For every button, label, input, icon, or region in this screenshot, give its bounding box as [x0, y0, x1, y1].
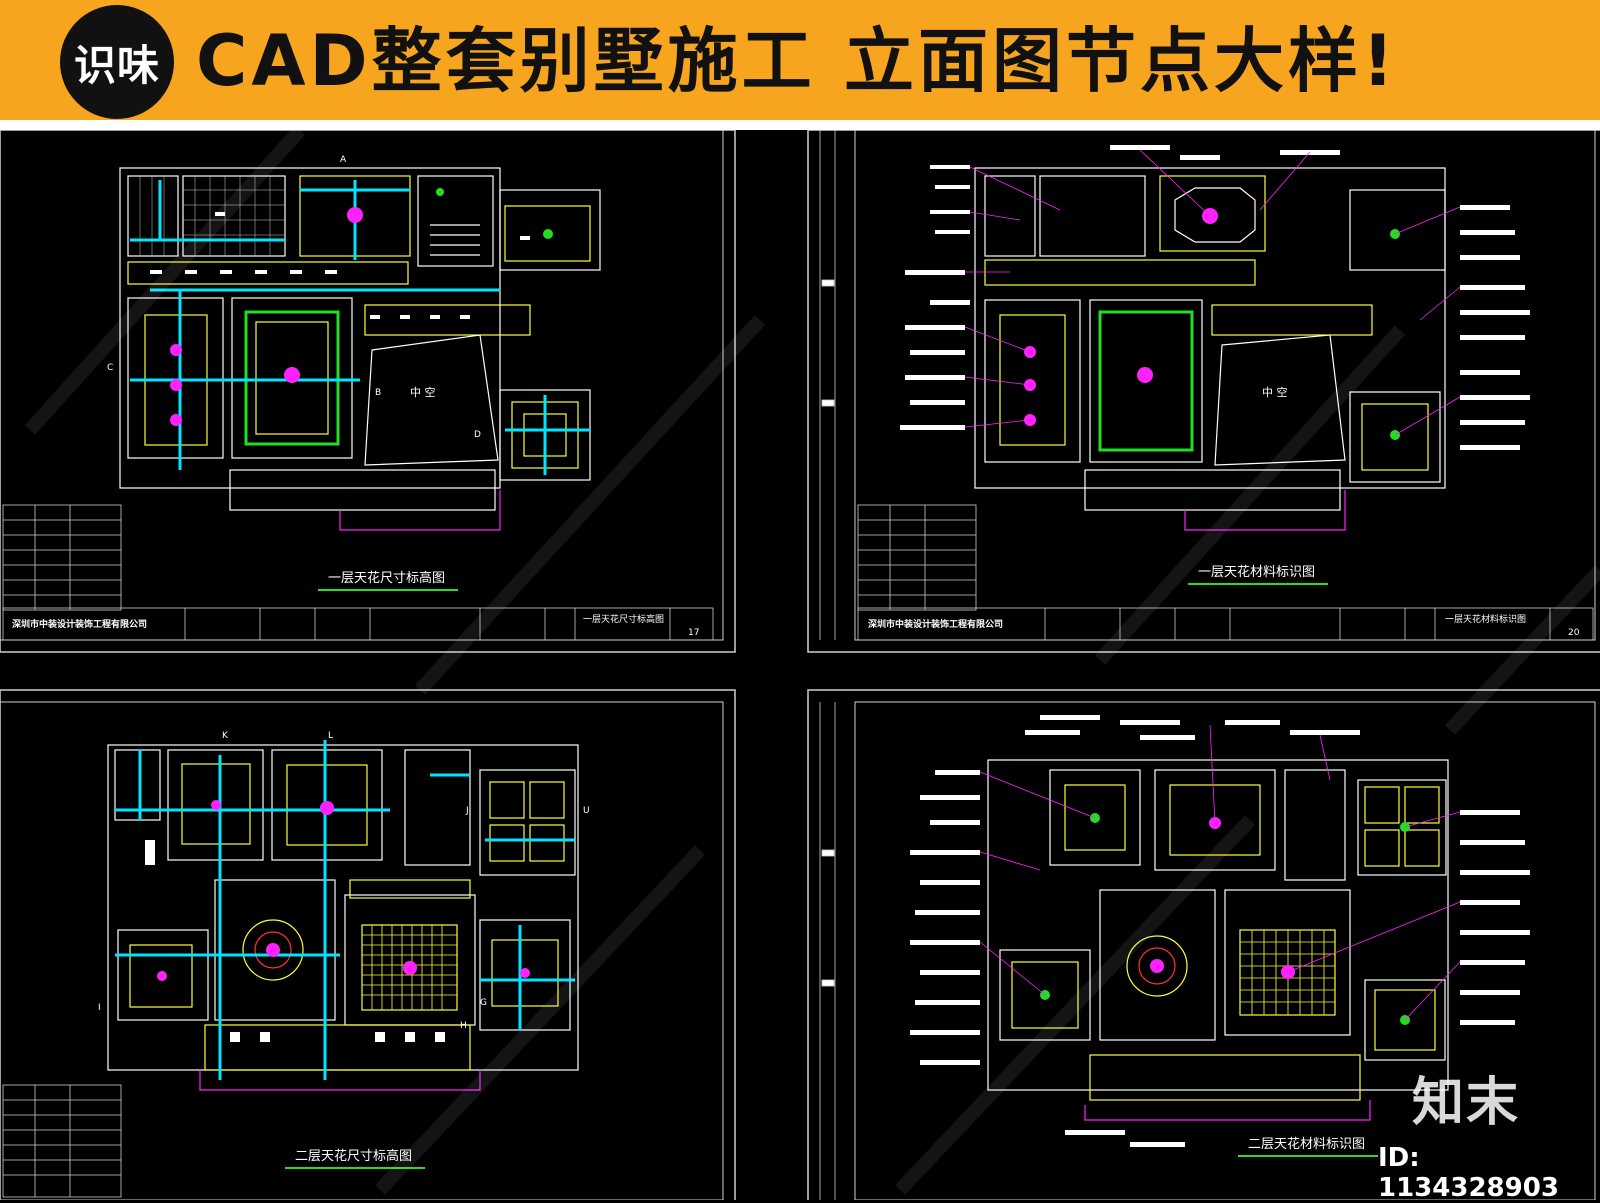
- title-banner: 识味 CAD整套别墅施工 立面图节点大样!: [0, 0, 1600, 120]
- axis-letter: K: [222, 731, 229, 741]
- sheet-3: K L I J H U G 二层天花尺寸标高图: [0, 689, 736, 1200]
- axis-letter: D: [474, 430, 481, 440]
- sheet-4-leader-lines: [979, 724, 1461, 1021]
- shiwei-logo: 识味: [60, 5, 174, 119]
- cad-drawing-grid: 中 空 A B C D 一层天花尺寸标高图 深圳市中装设计装饰工程有限公司 一层…: [0, 130, 1600, 1200]
- zhimo-watermark-logo: 知末: [1412, 1073, 1521, 1133]
- sheet-1-grid-tiles: [139, 176, 285, 256]
- sheet-3-ceiling-plan: [107, 744, 579, 1091]
- sheet-1-sheet-name: 一层天花尺寸标高图: [583, 613, 664, 625]
- sheet-1-company: 深圳市中装设计装饰工程有限公司: [12, 618, 147, 630]
- axis-letter: G: [480, 998, 487, 1008]
- sheet-3-legend-table: [2, 1084, 122, 1198]
- sheet-1-void-label: 中 空: [410, 385, 436, 399]
- axis-letter: B: [375, 388, 381, 398]
- sheet-2-leader-lines: [964, 149, 1461, 436]
- sheet-2-sheet-name: 一层天花材料标识图: [1445, 613, 1526, 625]
- sheet-1-dimension-lines: [130, 180, 590, 475]
- sheet-3-axis-letters: K L I J H U G: [98, 731, 590, 1031]
- sheet-3-light-fixtures: [157, 800, 530, 981]
- sheet-4-left-strip: [819, 702, 836, 1200]
- sheet-2-leader-tags: [900, 145, 1530, 450]
- axis-letter: H: [460, 1021, 467, 1031]
- sheet-2-ceiling-plan: [974, 167, 1446, 531]
- sheet-1-border: [0, 130, 736, 653]
- axis-letter: C: [107, 363, 113, 373]
- sheet-2-company: 深圳市中装设计装饰工程有限公司: [868, 618, 1003, 630]
- axis-letter: U: [583, 806, 590, 816]
- banner-divider: [0, 120, 1600, 130]
- sheet-1-tags: [150, 212, 530, 319]
- sheet-1-title-block: [2, 607, 714, 641]
- sheet-2-void-label: 中 空: [1262, 385, 1288, 399]
- sheet-1-drawing-title: 一层天花尺寸标高图: [328, 570, 445, 586]
- banner-title: CAD整套别墅施工 立面图节点大样!: [196, 20, 1398, 102]
- sheet-2-sheet-no: 20: [1568, 628, 1580, 638]
- sheet-1-sheet-no: 17: [688, 628, 699, 638]
- axis-letter: I: [98, 1003, 101, 1013]
- sheet-3-tags: [145, 840, 445, 1042]
- watermark-bands: [24, 130, 1600, 1195]
- sheet-1: 中 空 A B C D 一层天花尺寸标高图 深圳市中装设计装饰工程有限公司 一层…: [0, 130, 736, 653]
- sheet-1-green-fixtures: [436, 188, 553, 239]
- sheet-2-border: [807, 130, 1600, 653]
- sheet-3-border: [0, 689, 736, 1200]
- sheet-3-dimension-lines: [115, 740, 575, 1080]
- sheet-2-left-strip: [819, 130, 836, 640]
- sheet-4-light-fixtures: [1150, 817, 1295, 979]
- sheet-1-ceiling-plan: [119, 167, 601, 531]
- sheet-2-title-block: [857, 607, 1594, 641]
- sheet-2: 中 空 一层天花材料标识图 深圳市中装设计装饰工程有限公司 一层天花材料标识图 …: [807, 130, 1600, 653]
- sheet-2-light-fixtures: [1024, 208, 1218, 426]
- sheet-1-legend-table: [2, 504, 122, 611]
- axis-letter: L: [328, 731, 333, 741]
- sheet-2-legend-table: [857, 504, 977, 611]
- axis-letter: J: [465, 806, 469, 816]
- sheet-1-axis-letters: A B C D: [107, 155, 481, 440]
- sheet-4-leader-tags: [910, 715, 1530, 1147]
- sheet-2-drawing-title: 一层天花材料标识图: [1198, 564, 1315, 580]
- sheet-4: 二层天花材料标识图: [807, 689, 1600, 1200]
- sheet-3-drawing-title: 二层天花尺寸标高图: [295, 1148, 412, 1164]
- axis-letter: A: [340, 155, 347, 165]
- sheet-1-light-fixtures: [170, 207, 363, 426]
- sheet-4-ceiling-plan: [987, 759, 1449, 1121]
- sheet-4-drawing-title: 二层天花材料标识图: [1248, 1136, 1365, 1152]
- sheet-4-border: [807, 689, 1600, 1200]
- image-id-label: ID: 1134328903: [1378, 1143, 1559, 1203]
